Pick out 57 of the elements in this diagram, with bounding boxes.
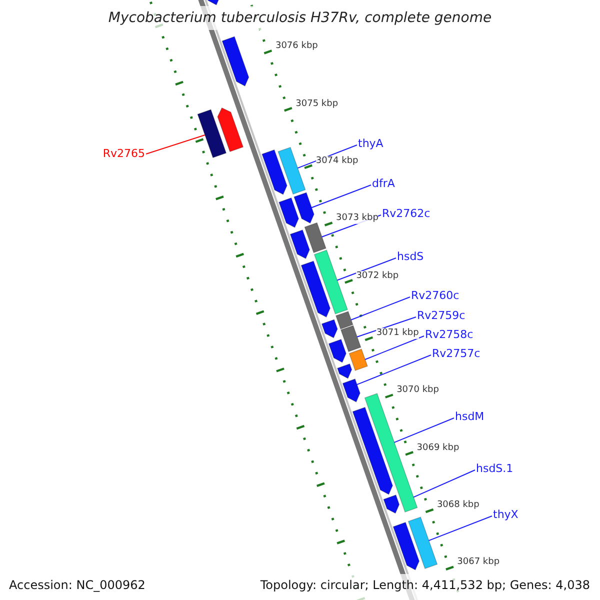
gene-feature bbox=[217, 107, 244, 152]
leader-line bbox=[356, 316, 416, 338]
scale-label: 3076 kbp bbox=[275, 41, 318, 52]
leader-line bbox=[350, 296, 410, 320]
gene-label: Rv2765 bbox=[102, 147, 145, 161]
gene-feature bbox=[197, 109, 227, 158]
scale-label: 3069 kbp bbox=[416, 442, 460, 454]
gene-feature bbox=[336, 363, 352, 379]
gene-feature bbox=[352, 406, 393, 495]
gene-feature bbox=[348, 348, 368, 371]
gene-feature bbox=[278, 197, 299, 228]
gene-feature bbox=[383, 494, 400, 514]
scale-label: 3070 kbp bbox=[396, 385, 439, 396]
gene-feature bbox=[392, 522, 420, 570]
gene-feature bbox=[300, 260, 331, 318]
scale-label: 3071 kbp bbox=[376, 328, 419, 339]
gene-feature bbox=[278, 146, 306, 195]
genome-summary: Topology: circular; Length: 4,411,532 bp; Genes: 4,038 bbox=[260, 578, 590, 592]
gene-feature bbox=[335, 310, 354, 330]
gene-label: Rv2759c bbox=[417, 309, 466, 323]
gene-feature bbox=[294, 192, 314, 224]
leader-line bbox=[146, 134, 206, 154]
gene-feature bbox=[262, 149, 288, 195]
scale-label: 3074 kbp bbox=[316, 156, 358, 167]
gene-feature bbox=[222, 36, 250, 86]
leader-line bbox=[311, 184, 372, 208]
scale-label: 3073 kbp bbox=[336, 213, 378, 224]
leader-line bbox=[413, 470, 476, 498]
gene-label: Rv2758c bbox=[425, 328, 474, 342]
gene-label: dfrA bbox=[372, 177, 395, 191]
accession-text: Accession: NC_000962 bbox=[9, 578, 146, 592]
scale-label: 3067 kbp bbox=[457, 557, 500, 568]
gene-label: Rv2760c bbox=[411, 289, 460, 303]
gene-feature bbox=[290, 229, 310, 260]
gene-label: hsdS bbox=[397, 250, 424, 264]
gene-feature bbox=[342, 378, 360, 402]
scale-label: 3068 kbp bbox=[436, 500, 480, 511]
scale-label: 3075 kbp bbox=[296, 98, 338, 110]
scale-label: 3072 kbp bbox=[356, 270, 399, 282]
gene-label: Rv2762c bbox=[382, 207, 430, 221]
leader-line bbox=[356, 354, 432, 386]
gene-feature bbox=[328, 338, 346, 363]
gene-feature bbox=[304, 222, 326, 254]
gene-label: hsdS.1 bbox=[476, 462, 514, 476]
gene-label: thyA bbox=[358, 137, 384, 151]
gene-feature bbox=[408, 516, 438, 570]
leader-line bbox=[364, 336, 424, 360]
leader-line bbox=[428, 516, 492, 542]
leader-line bbox=[336, 258, 396, 281]
gene-feature bbox=[314, 250, 348, 314]
gene-feature bbox=[340, 325, 362, 352]
gene-label: Rv2757c bbox=[432, 347, 480, 361]
leader-line bbox=[394, 418, 454, 443]
gene-feature bbox=[364, 393, 418, 512]
gene-label: hsdM bbox=[455, 410, 484, 424]
gene-feature bbox=[321, 319, 338, 338]
gene-label: thyX bbox=[493, 508, 518, 522]
